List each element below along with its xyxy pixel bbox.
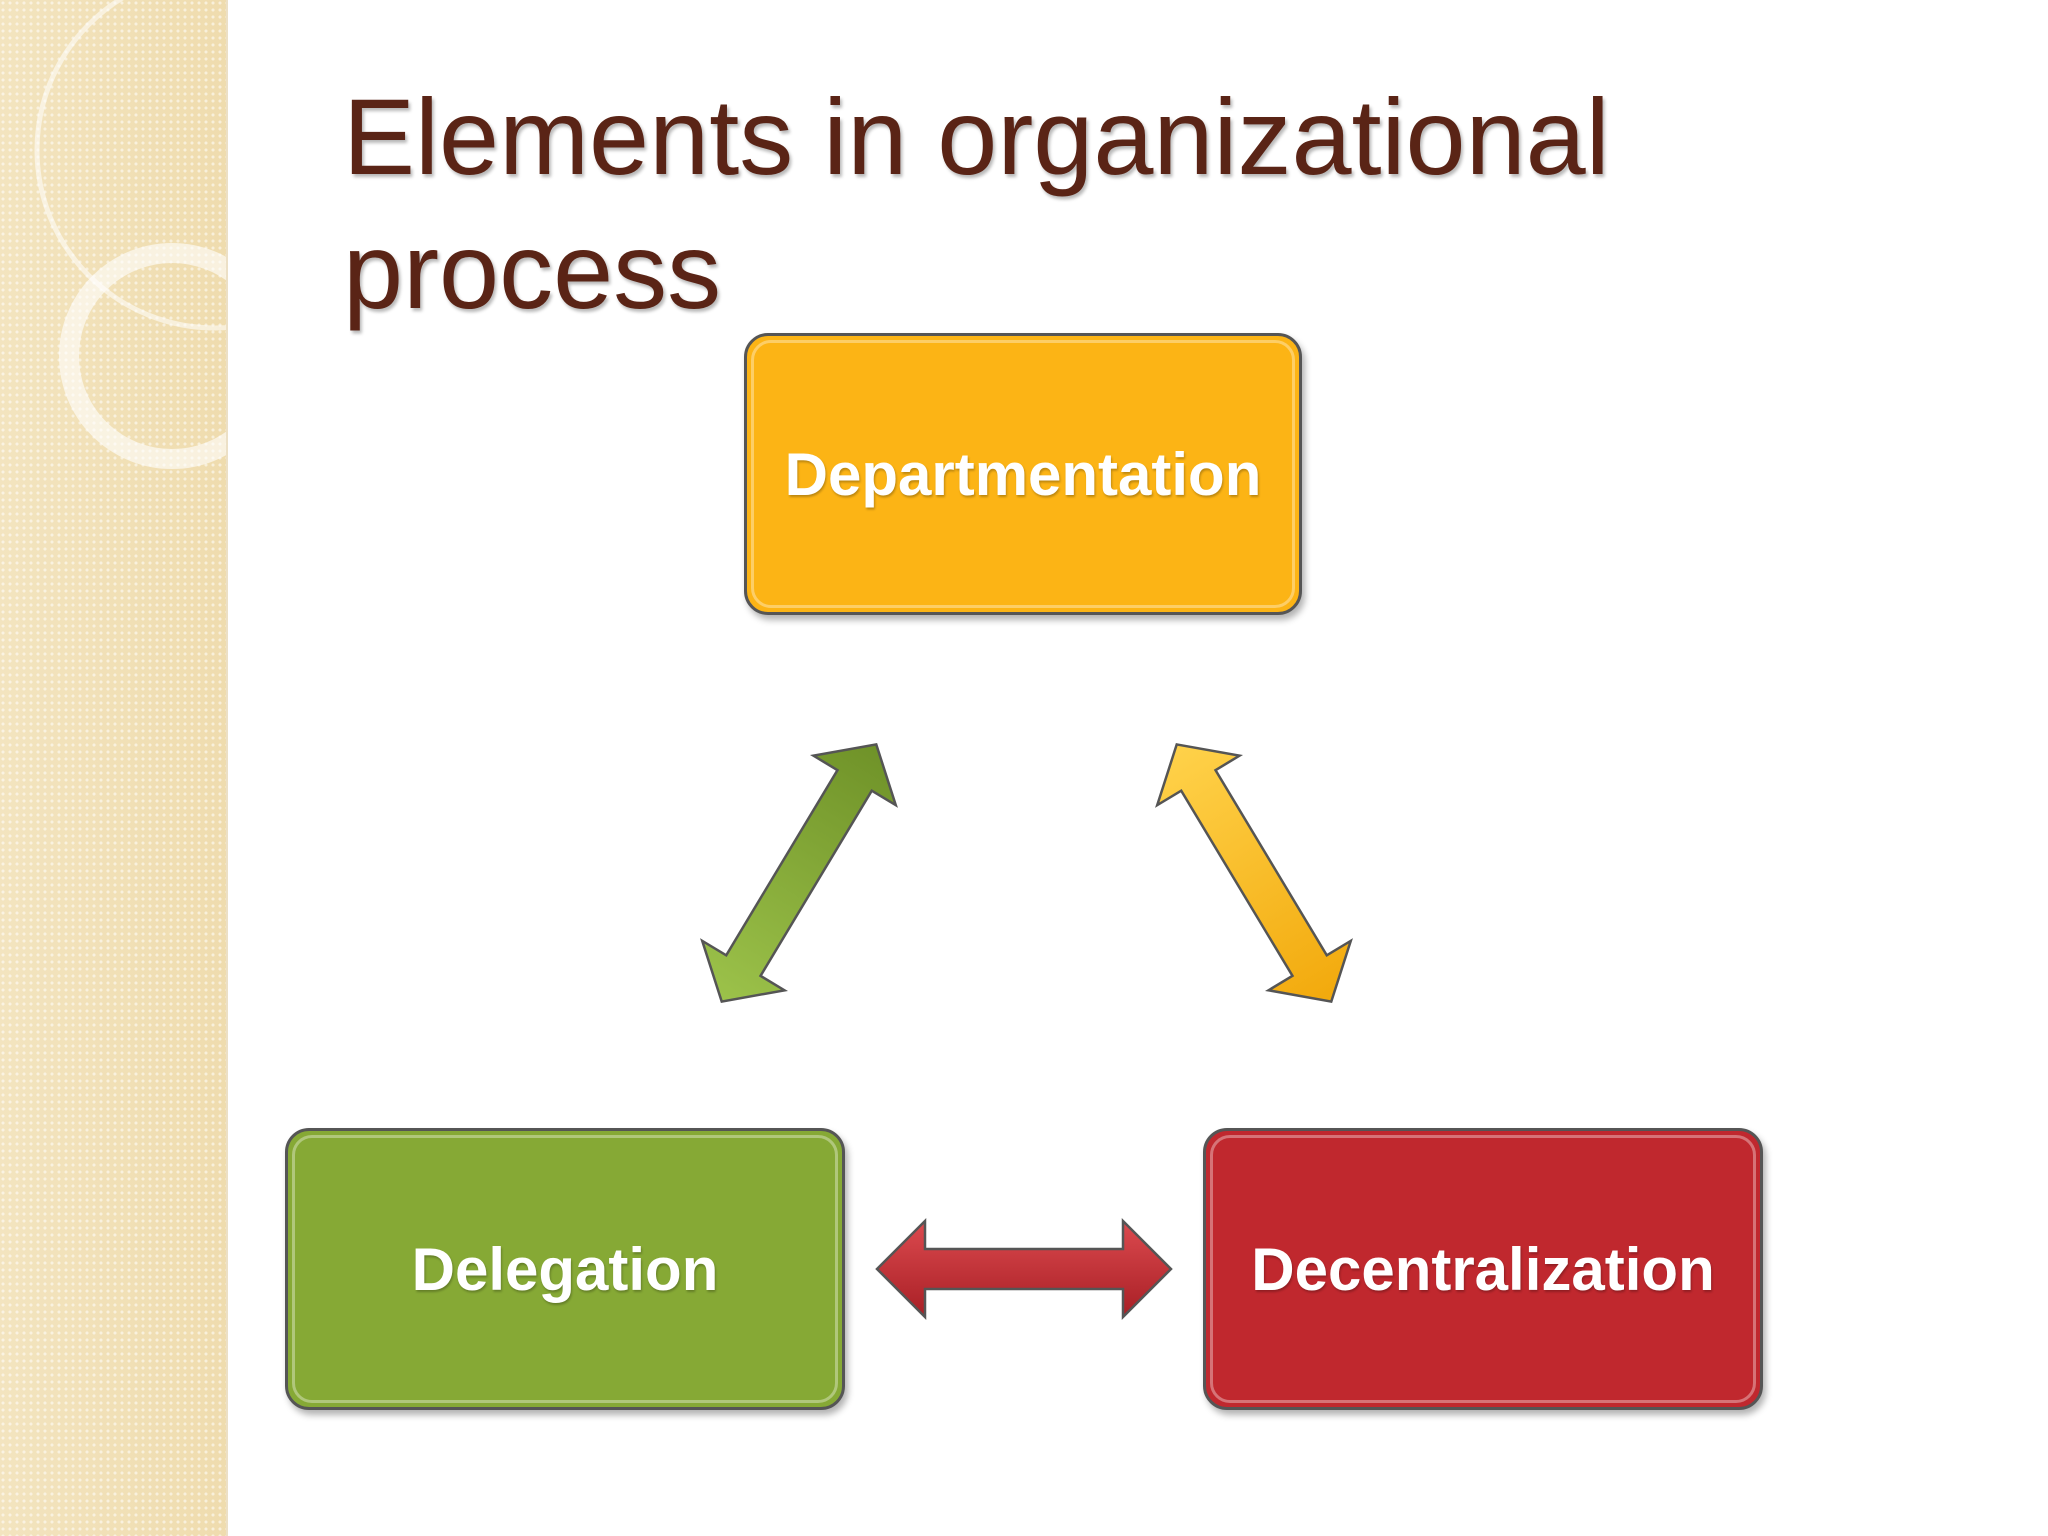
arrow-departmentation-decentralization (1155, 743, 1353, 1003)
arrow-departmentation-delegation (700, 743, 898, 1003)
node-label-delegation: Delegation (411, 1235, 719, 1303)
node-delegation: Delegation (285, 1128, 845, 1410)
slide-title: Elements in organizational process (343, 76, 1610, 331)
decorative-ring-large (34, 0, 226, 331)
arrow-delegation-decentralization (875, 1217, 1173, 1321)
decorative-rings (34, 0, 226, 469)
node-departmentation: Departmentation (744, 333, 1302, 615)
node-decentralization: Decentralization (1203, 1128, 1763, 1410)
node-label-departmentation: Departmentation (784, 440, 1262, 508)
decorative-side-panel (0, 0, 228, 1536)
node-label-decentralization: Decentralization (1251, 1235, 1715, 1303)
decorative-ring-small (59, 243, 226, 469)
